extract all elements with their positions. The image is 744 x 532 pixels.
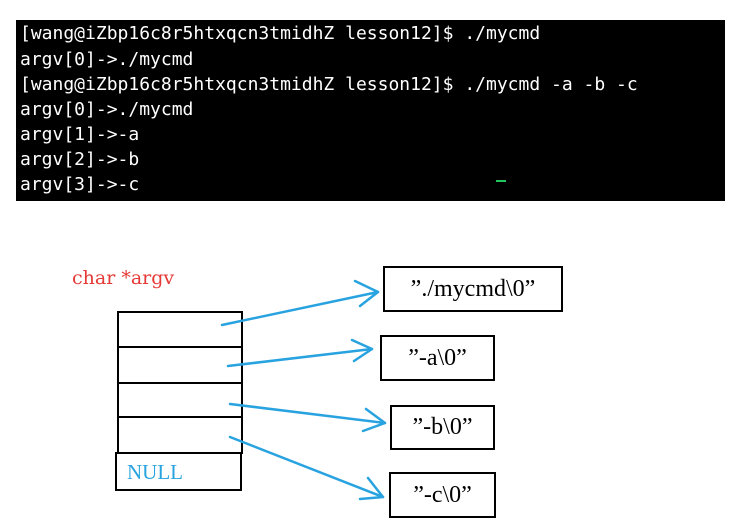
argv-title: char *argv bbox=[72, 267, 175, 289]
terminal-line: [wang@iZbp16c8r5htxqcn3tmidhZ lesson12]$… bbox=[20, 74, 638, 95]
arrow-to-b bbox=[228, 402, 387, 433]
null-label: NULL bbox=[127, 460, 183, 484]
argv-cell-null bbox=[115, 452, 242, 491]
terminal-window[interactable]: [wang@iZbp16c8r5htxqcn3tmidhZ lesson12]$… bbox=[16, 20, 725, 201]
terminal-cursor bbox=[496, 180, 506, 182]
string-box-c: ”-c\0” bbox=[389, 472, 496, 518]
terminal-line: argv[0]->./mycmd bbox=[20, 99, 194, 120]
terminal-line: argv[3]->-c bbox=[20, 174, 140, 195]
terminal-line: argv[2]->-b bbox=[20, 149, 140, 170]
terminal-line: [wang@iZbp16c8r5htxqcn3tmidhZ lesson12]$… bbox=[20, 23, 541, 44]
terminal-line: argv[0]->./mycmd bbox=[20, 49, 194, 70]
arrow-to-c bbox=[228, 435, 385, 501]
arrow-to-a bbox=[226, 338, 374, 368]
terminal-line: argv[1]->-a bbox=[20, 124, 140, 145]
string-box-a: ”-a\0” bbox=[380, 335, 495, 381]
string-box-b: ”-b\0” bbox=[390, 405, 495, 450]
string-box-mycmd: ”./mycmd\0” bbox=[383, 266, 563, 312]
arrow-to-mycmd bbox=[220, 279, 380, 327]
